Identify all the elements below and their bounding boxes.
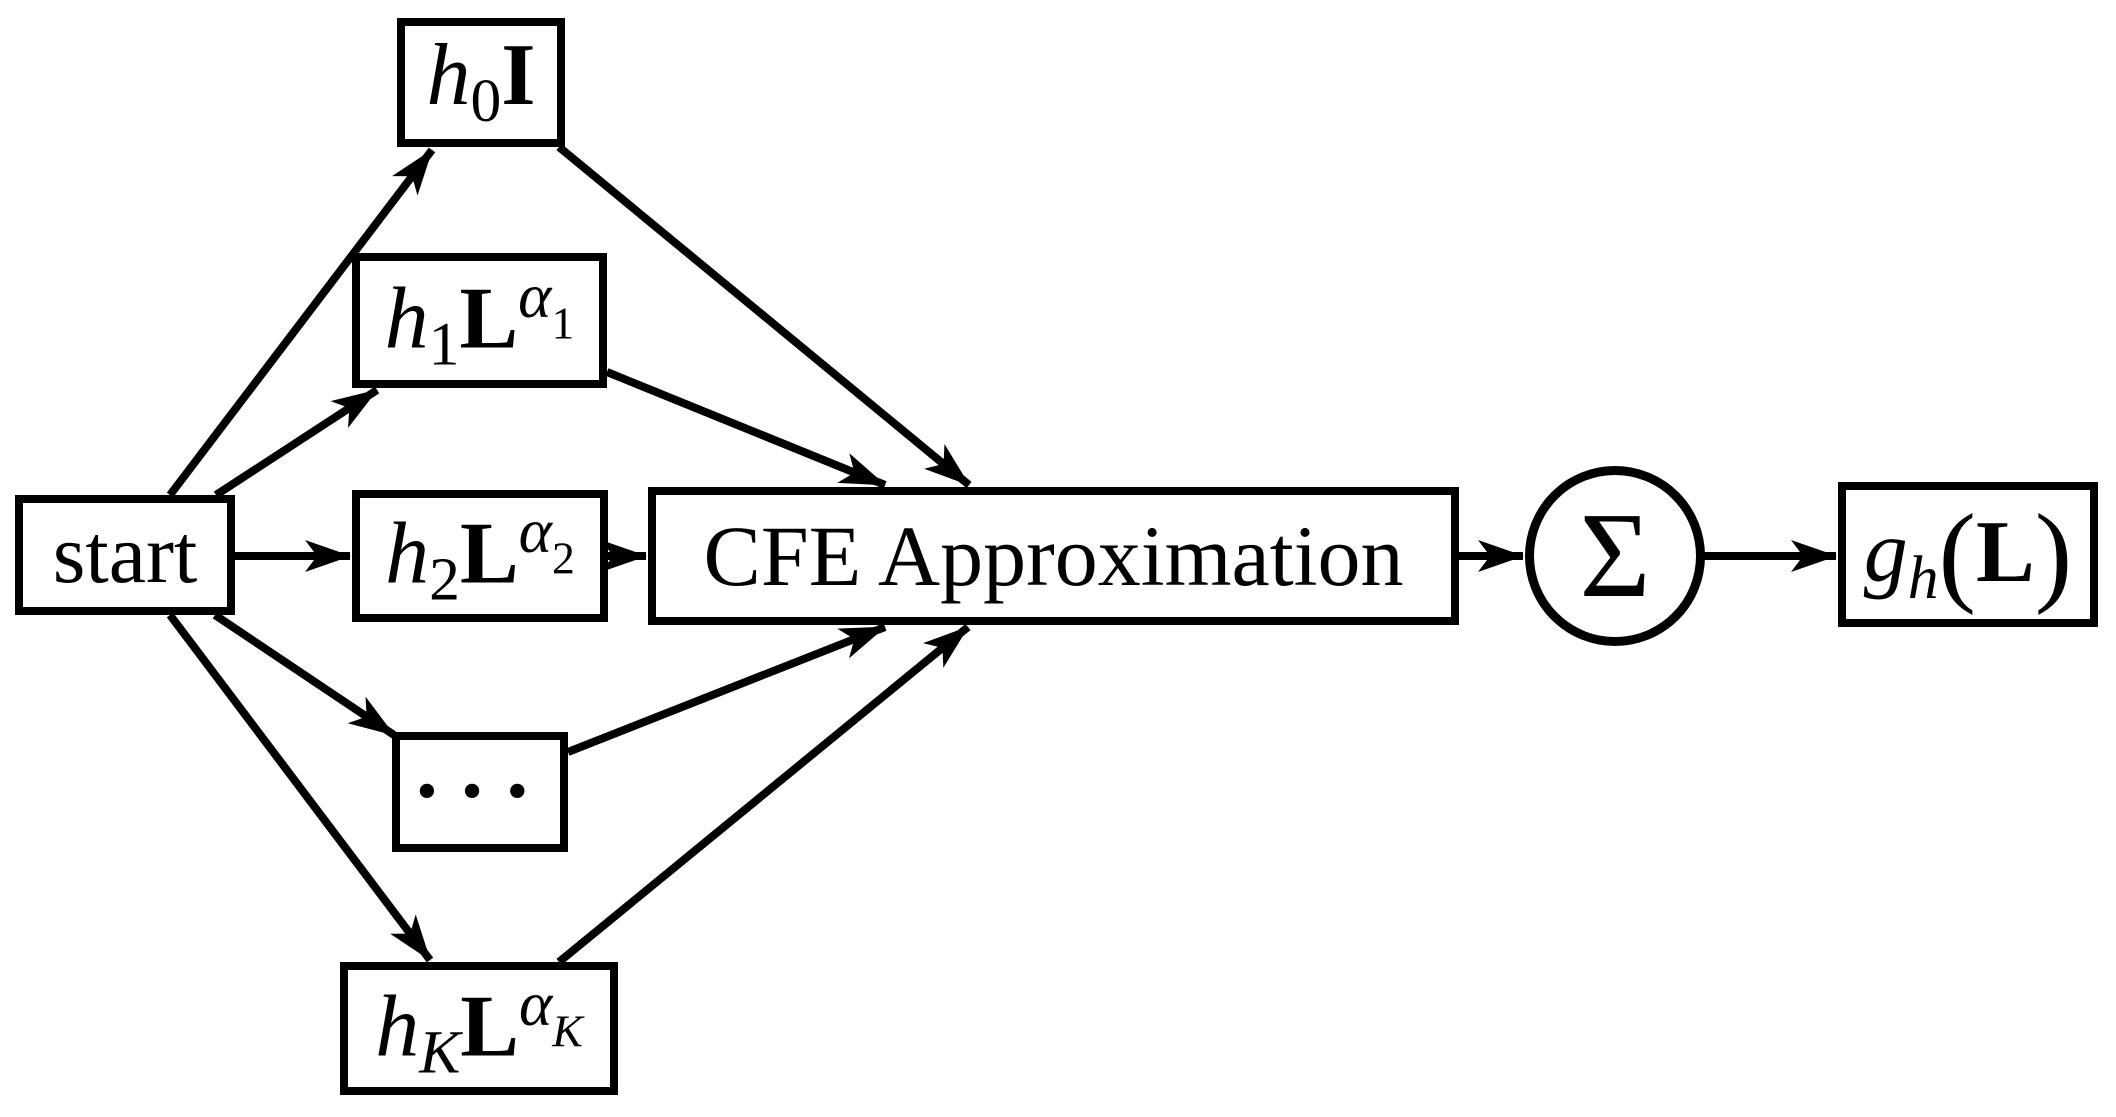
node-h2-term: h2Lα2 bbox=[352, 490, 608, 622]
edge-hK-to-cfe bbox=[556, 623, 971, 966]
node-h1-label: h1Lα1 bbox=[384, 260, 575, 379]
node-ellipsis-label: ··· bbox=[412, 743, 548, 840]
node-cfe-approximation: CFE Approximation bbox=[648, 487, 1459, 625]
edge-start-to-dots bbox=[212, 611, 397, 739]
node-ellipsis: ··· bbox=[392, 732, 568, 852]
node-hK-label: hKLαK bbox=[375, 968, 583, 1087]
node-h2-label: h2Lα2 bbox=[385, 496, 575, 615]
node-cfe-label: CFE Approximation bbox=[703, 508, 1404, 604]
node-start: start bbox=[15, 495, 235, 615]
node-hK-term: hKLαK bbox=[340, 962, 618, 1095]
node-gh-label: gh(L) bbox=[1863, 492, 2073, 617]
node-h0-identity-term: h0I bbox=[397, 18, 565, 147]
node-output-gh: gh(L) bbox=[1838, 482, 2098, 627]
node-sum: Σ bbox=[1525, 466, 1705, 646]
edge-start-to-h0 bbox=[166, 147, 436, 498]
edge-dots-to-cfe bbox=[566, 623, 887, 756]
node-h1-term: h1Lα1 bbox=[352, 253, 607, 388]
edge-h1-to-cfe bbox=[605, 368, 887, 489]
edge-start-to-h1 bbox=[213, 386, 380, 499]
edge-h0-to-cfe bbox=[556, 143, 972, 489]
node-h0-label: h0I bbox=[426, 27, 536, 136]
sigma-symbol: Σ bbox=[1579, 488, 1651, 623]
edge-start-to-hK bbox=[166, 612, 434, 963]
node-start-label: start bbox=[52, 508, 198, 601]
